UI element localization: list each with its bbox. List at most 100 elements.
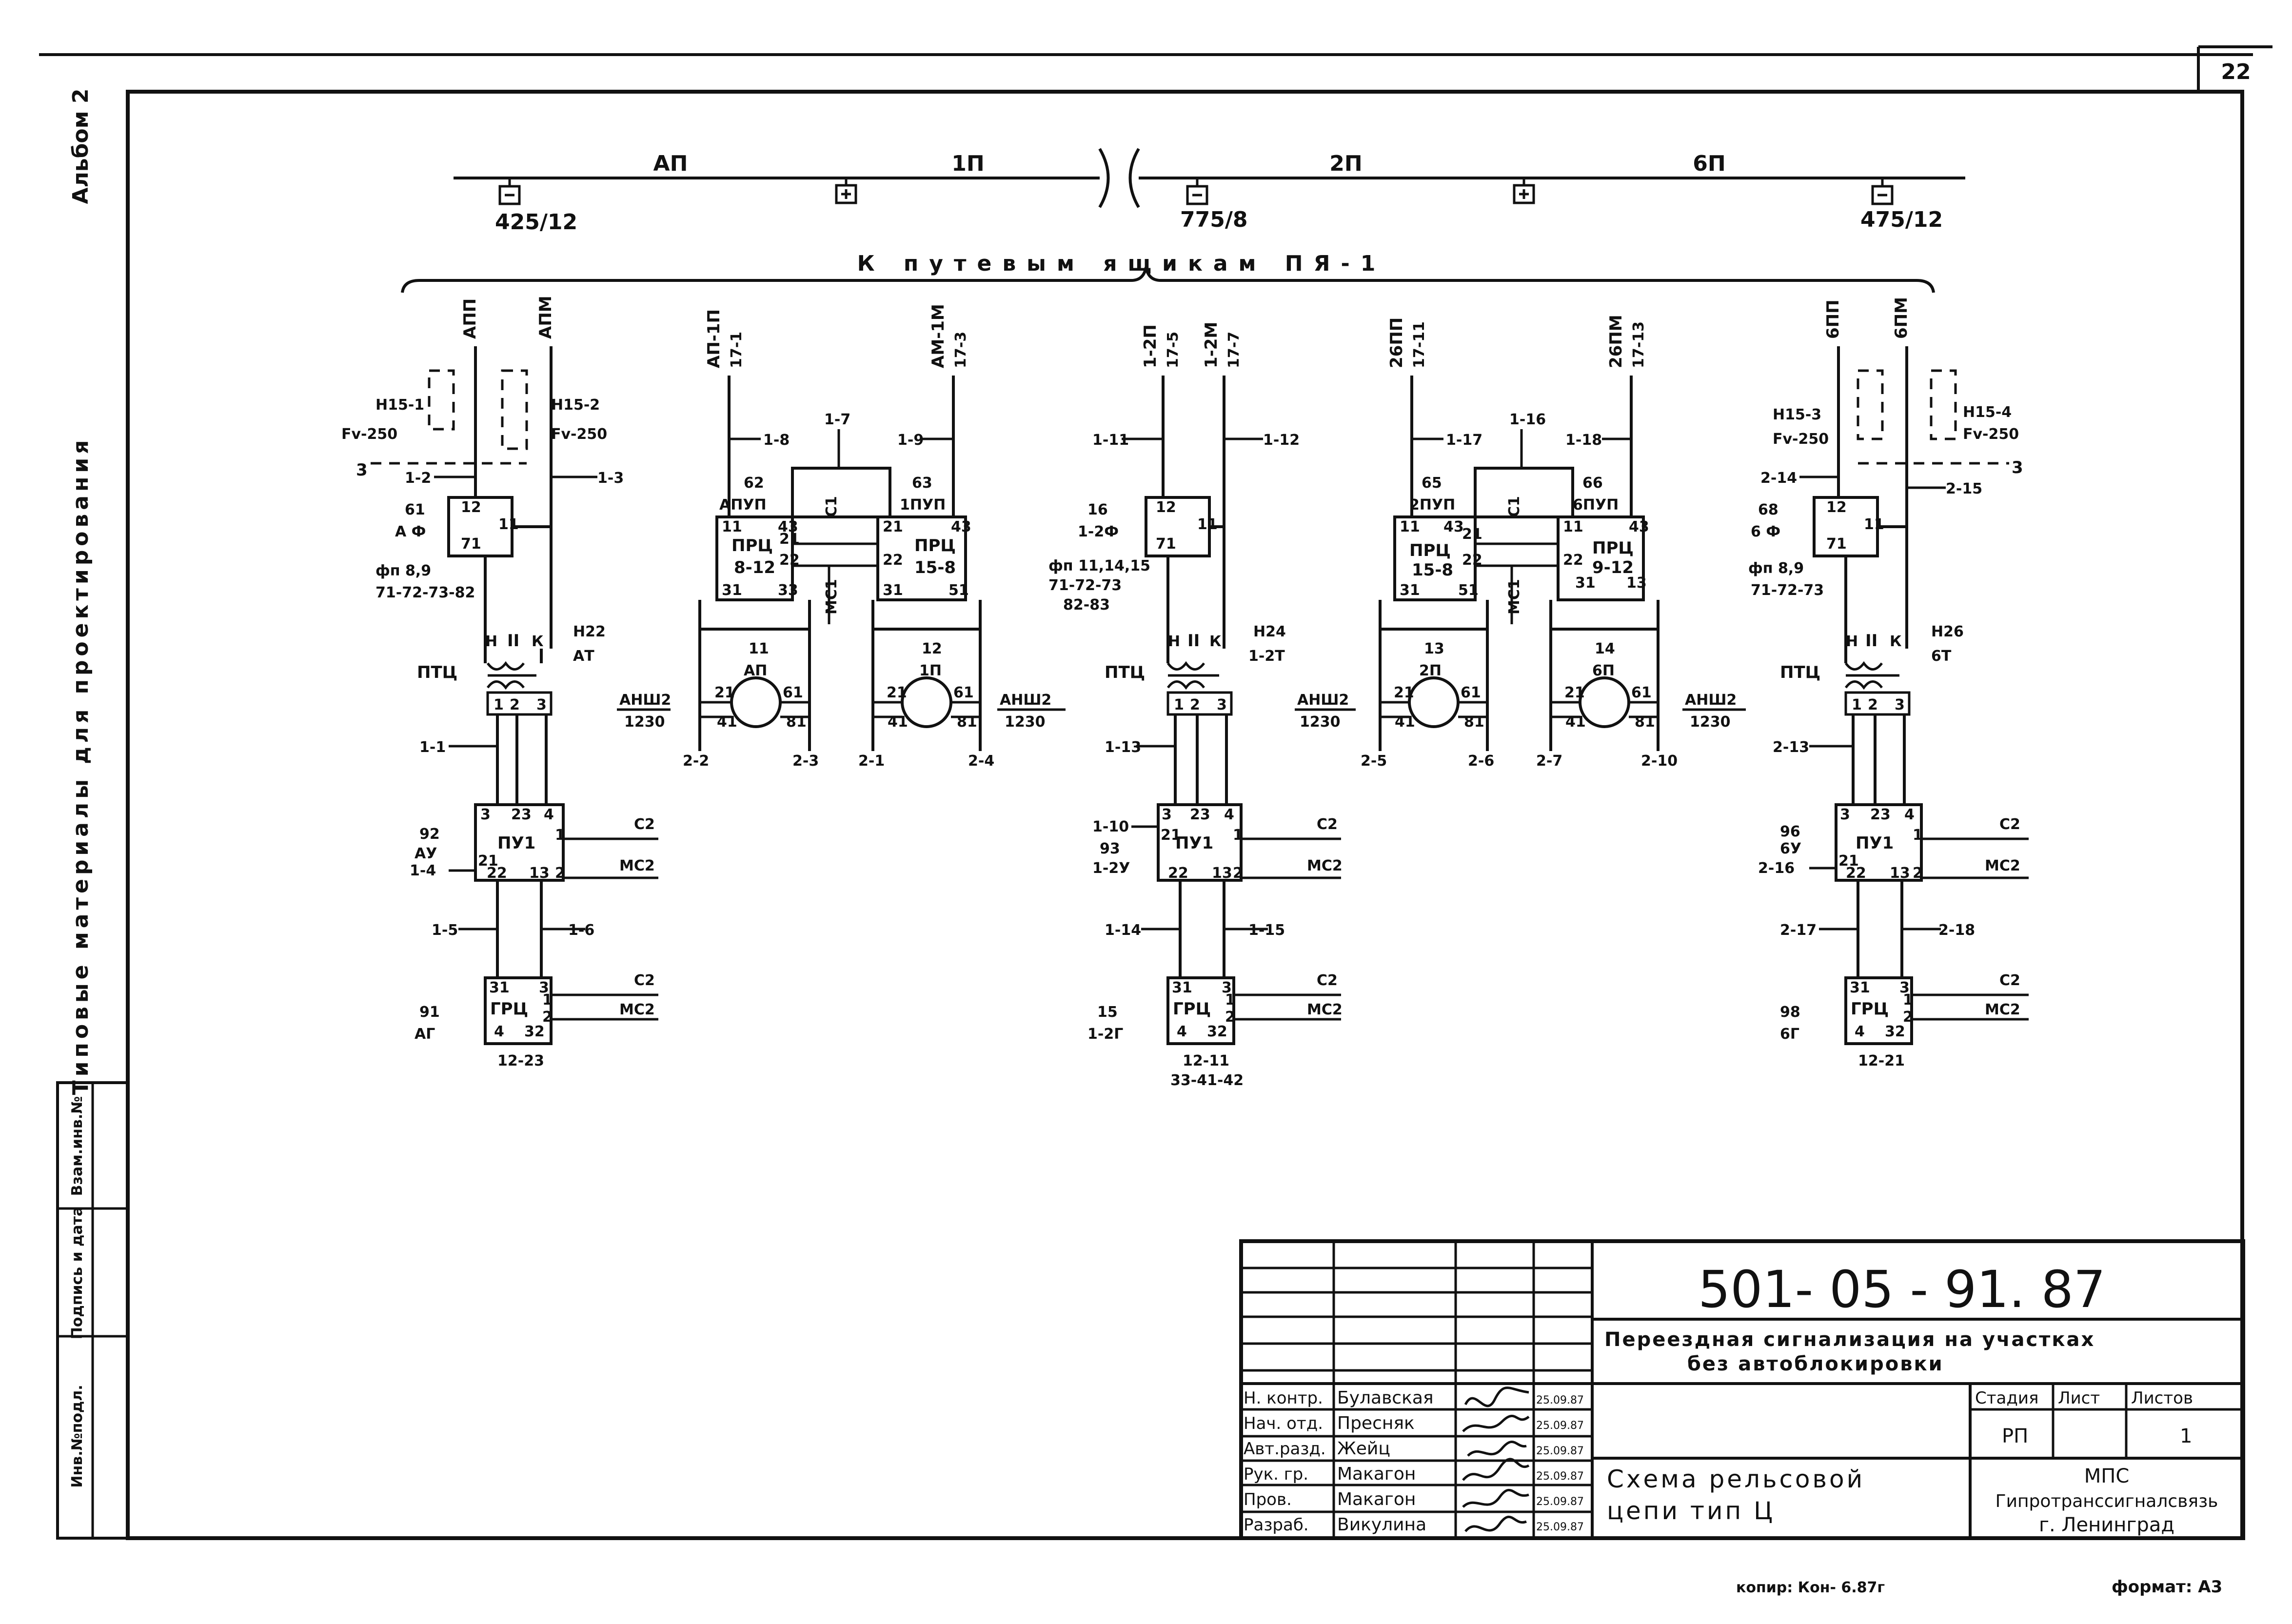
section-2p: 2П xyxy=(1329,151,1362,176)
transformer-pin: К xyxy=(1209,633,1222,650)
grc-pin: 4 xyxy=(494,1023,504,1040)
anw-label: 1230 xyxy=(1690,713,1731,731)
pu-tag: 92 xyxy=(419,826,440,843)
output-label: МС2 xyxy=(1307,1001,1343,1018)
wire-label: 17-11 xyxy=(1411,321,1428,368)
person-name: Макагон xyxy=(1337,1464,1416,1484)
tap-label: 2-14 xyxy=(1760,470,1797,487)
grc-note: 12-23 xyxy=(497,1052,544,1069)
pu-pin: 21 xyxy=(1161,827,1181,844)
relay-name: ПРЦ xyxy=(1592,538,1634,558)
motor-tag: 2П xyxy=(1419,662,1442,679)
date-cell: 25.09.87 xyxy=(1536,1445,1584,1457)
transformer-pin: К xyxy=(1890,633,1902,650)
relay-pin: 71 xyxy=(1826,535,1847,553)
relay-pin: 51 xyxy=(948,582,969,599)
role-label: Н. контр. xyxy=(1244,1388,1323,1408)
left-margin: Альбом 2 Типовые материалы для проектиро… xyxy=(56,89,129,1540)
series-title: Типовые материалы для проектирования xyxy=(68,436,93,1095)
pu-tag: 1-2У xyxy=(1092,860,1130,877)
tap-label: 1-9 xyxy=(897,432,924,449)
relay-tag: 61 xyxy=(405,501,425,518)
output-label: С2 xyxy=(634,972,655,989)
album-label: Альбом 2 xyxy=(68,89,93,204)
relay-pin: 12 xyxy=(1826,499,1847,516)
motor-pin: 41 xyxy=(1565,713,1586,731)
pu-tag: 6У xyxy=(1780,840,1801,857)
sheet-title-line-1: Схема рельсовой xyxy=(1607,1465,1865,1493)
output-label: МС2 xyxy=(1307,857,1343,874)
grc-pin: 2 xyxy=(1903,1009,1913,1026)
tap-label: 1-1 xyxy=(419,739,446,756)
relay-note: 82-83 xyxy=(1063,596,1110,614)
relay-name: ПРЦ xyxy=(731,536,773,555)
grc-pin: 3 xyxy=(1899,979,1910,996)
motor-pin: 61 xyxy=(783,684,803,701)
relay-num: 15-8 xyxy=(914,558,956,577)
anw-label: 1230 xyxy=(1005,713,1046,731)
tap-label: 1-8 xyxy=(763,432,790,449)
motor-pin: 61 xyxy=(1631,684,1652,701)
person-name: Пресняк xyxy=(1337,1413,1415,1433)
transformer-name: ПТЦ xyxy=(1105,663,1145,682)
copy-note: копир: Кон- 6.87г xyxy=(1736,1579,1885,1596)
relay-pin: 12 xyxy=(461,499,481,516)
pu-pin: 3 xyxy=(480,806,491,823)
doc-number: 501- 05 - 91. 87 xyxy=(1698,1260,2106,1319)
org-line-2: Гипротранссигналсвязь xyxy=(1996,1491,2218,1511)
pu-pin: 22 xyxy=(487,865,507,882)
motor-pin: 81 xyxy=(1464,713,1484,731)
output-label: МС2 xyxy=(619,857,655,874)
anw-label: 1230 xyxy=(624,713,665,731)
org-line-3: г. Ленинград xyxy=(2039,1514,2174,1536)
relay-name: ПРЦ xyxy=(1409,541,1451,560)
role-label: Пров. xyxy=(1244,1490,1292,1509)
pu-pin: 1 xyxy=(555,827,565,844)
anw-label: АНШ2 xyxy=(1000,692,1051,709)
transformer-sec-pin: 1 xyxy=(494,696,504,713)
relay-pin: 43 xyxy=(1629,518,1649,535)
mark-775-8: 775/8 xyxy=(1180,207,1248,232)
grc-pin: 1 xyxy=(542,991,553,1009)
tap-label: 2-16 xyxy=(1758,860,1795,877)
grc-pin: 3 xyxy=(539,979,549,996)
tap-label: 1-5 xyxy=(432,922,458,939)
circuit-ap-1p: АП-1П 17-1 АМ-1М 17-3 1-8 1-7 1-9 С1 МС1… xyxy=(617,304,1066,770)
motor-pin: 61 xyxy=(1461,684,1481,701)
ground-symbol: 3 xyxy=(356,460,368,480)
relay-pin: 11 xyxy=(722,518,742,535)
tap-label: 1-14 xyxy=(1105,922,1141,939)
transformer-pin: Н xyxy=(1846,633,1858,650)
relay-num: 15-8 xyxy=(1412,560,1453,580)
relay-pin: 33 xyxy=(778,582,798,599)
signature-mark xyxy=(1464,1386,1529,1407)
motor-pin: 41 xyxy=(888,713,908,731)
wire-label: 17-13 xyxy=(1630,321,1647,368)
transformer-sec-pin: 1 xyxy=(1174,696,1184,713)
relay-note: 71-72-73-82 xyxy=(375,584,475,601)
grc-pin: 2 xyxy=(542,1009,553,1026)
grc-pin: 4 xyxy=(1177,1023,1187,1040)
project-title-line-1: Переездная сигнализация на участках xyxy=(1604,1328,2095,1351)
wire-label: 17-7 xyxy=(1225,332,1243,368)
tap-label: 1-17 xyxy=(1446,432,1482,449)
relay-pin: 13 xyxy=(1626,574,1647,592)
transformer-tag: Н22 xyxy=(573,623,606,640)
circuit-2p-6p: 26ПП 17-11 26ПМ 17-13 1-17 1-16 1-18 С1 … xyxy=(1295,315,1746,770)
pu-pin: 21 xyxy=(1838,852,1859,870)
grc-pin: 31 xyxy=(489,979,510,996)
signature-mark xyxy=(1462,1489,1529,1508)
circuit-6p: 6ПП 6ПМ Н15-3 Fv-250 Н15-4 Fv-250 3 2-14… xyxy=(1748,297,2029,1069)
transformer-sec-pin: 3 xyxy=(536,696,547,713)
person-name: Викулина xyxy=(1337,1515,1426,1535)
tap-label: 2-7 xyxy=(1536,753,1562,770)
grc-pin: 1 xyxy=(1225,991,1235,1009)
tap-label: 2-10 xyxy=(1641,753,1678,770)
track-box-icon xyxy=(835,178,857,204)
relay-pin: 51 xyxy=(1458,582,1479,599)
transformer-sec-pin: 2 xyxy=(1868,696,1878,713)
section-ap: АП xyxy=(653,151,688,176)
transformer-pin: К xyxy=(532,633,544,650)
signature-mark xyxy=(1462,1414,1530,1432)
relay-name: ПРЦ xyxy=(914,536,956,555)
